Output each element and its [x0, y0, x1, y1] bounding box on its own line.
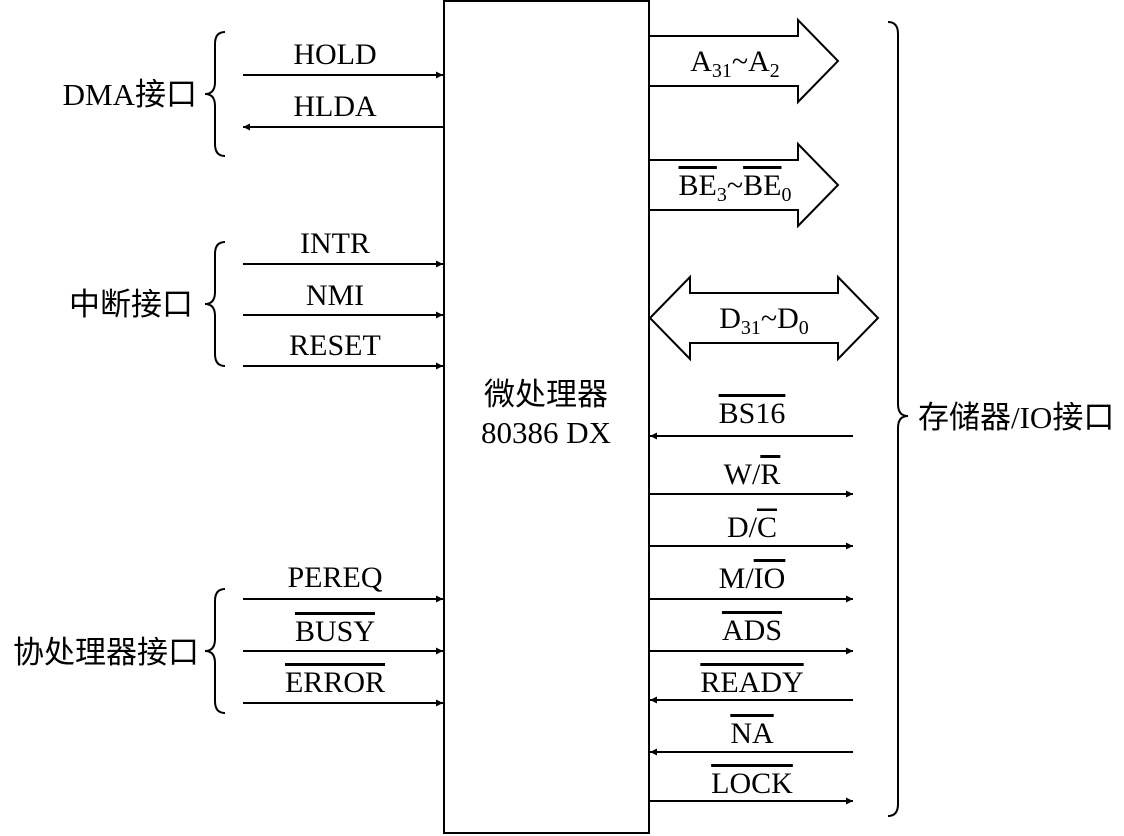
- memory-io-interface-label: 存储器/IO接口: [918, 400, 1114, 435]
- intr-label: INTR: [300, 227, 370, 260]
- busy-label: BUSY: [295, 615, 375, 648]
- bs16-label: BS16: [719, 397, 786, 430]
- interrupt-interface-label: 中断接口: [69, 287, 193, 322]
- pereq-label: PEREQ: [287, 561, 382, 594]
- ads-label: ADS: [722, 614, 782, 647]
- hold-label: HOLD: [293, 38, 376, 71]
- wr-label: W/R: [724, 458, 781, 491]
- dma-brace: [204, 31, 226, 157]
- interrupt-brace: [204, 241, 226, 367]
- byte-enable-bus-arrow: [650, 141, 840, 229]
- reset-label: RESET: [289, 329, 381, 362]
- processor-name: 微处理器: [484, 377, 608, 412]
- coprocessor-brace: [204, 588, 226, 714]
- hlda-label: HLDA: [293, 90, 377, 123]
- address-bus-label: A31~A2: [690, 45, 780, 82]
- lock-label: LOCK: [711, 767, 793, 800]
- processor-model: 80386 DX: [481, 415, 611, 450]
- address-bus-arrow: [650, 17, 840, 105]
- memory-io-brace: [887, 21, 909, 817]
- processor-block: [443, 0, 650, 834]
- error-label: ERROR: [285, 666, 385, 699]
- byte-enable-bus-label: BE3~BE0: [679, 169, 792, 206]
- coprocessor-interface-label: 协处理器接口: [13, 635, 199, 670]
- na-label: NA: [730, 717, 774, 750]
- dc-label: D/C: [727, 511, 777, 544]
- nmi-label: NMI: [306, 279, 364, 312]
- data-bus-arrow: [648, 274, 880, 362]
- ready-label: READY: [700, 666, 803, 699]
- mio-label: M/IO: [719, 562, 786, 595]
- data-bus-label: D31~D0: [719, 302, 809, 339]
- dma-interface-label: DMA接口: [63, 77, 197, 112]
